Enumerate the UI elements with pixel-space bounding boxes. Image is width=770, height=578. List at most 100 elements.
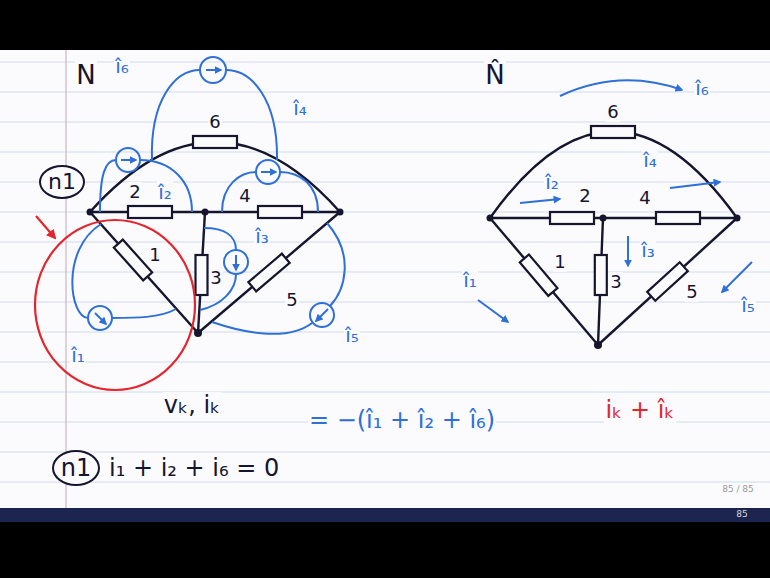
circuit-wire (490, 132, 737, 346)
rule-line (0, 302, 770, 303)
current-label: î₁ (70, 344, 86, 366)
circuit-node-dot (594, 341, 602, 349)
branch-number: 5 (685, 282, 698, 302)
current-source (280, 172, 318, 212)
branch-number: 3 (209, 268, 222, 288)
circuit-node-dot (487, 215, 741, 350)
network-name: N̂ (484, 61, 505, 90)
resistor-symbol (114, 240, 152, 281)
circuit-node-dot (600, 215, 607, 222)
circuit-wire (598, 218, 737, 345)
branch-number: 1 (148, 245, 161, 265)
rule-line (0, 92, 770, 93)
branch-number: 2 (128, 182, 141, 202)
current-source (72, 224, 101, 318)
resistor-symbol (647, 262, 688, 301)
resistor-symbol (128, 206, 172, 218)
current-label: î₆ (694, 77, 710, 99)
current-arrow (560, 80, 682, 96)
node-text: n1 (48, 170, 76, 194)
current-label: î₅ (344, 324, 360, 346)
resistor-symbol (520, 126, 700, 301)
circuit-node-dot (87, 209, 344, 338)
current-label: î₃ (640, 239, 656, 261)
current-source (200, 57, 226, 83)
branch-number: 6 (208, 112, 221, 132)
margin-line (65, 50, 66, 508)
resistor-symbol (248, 254, 289, 292)
current-source (121, 159, 136, 161)
resistor-symbol (114, 136, 302, 295)
current-source (100, 160, 116, 212)
current-arrow (478, 80, 752, 322)
resistor-symbol (591, 126, 635, 138)
circled-node-label: n1 (39, 165, 85, 199)
branch-number: 4 (638, 188, 651, 208)
circuit-wire (198, 212, 340, 333)
circuit-node-dot (487, 215, 494, 222)
current-source (95, 313, 106, 324)
circled-node-label: n1 (52, 450, 100, 486)
rule-line (0, 452, 770, 453)
current-source (212, 322, 312, 334)
current-source (222, 172, 256, 212)
current-source (310, 303, 334, 327)
circuit-wire (90, 212, 198, 333)
node-text: n1 (61, 455, 91, 481)
red-arrow (36, 216, 55, 238)
resistor-symbol (550, 212, 594, 224)
equation: = −(î₁ + î₂ + î₆) (308, 407, 496, 433)
current-label: î₂ (157, 181, 173, 203)
circuit-wire (490, 132, 737, 219)
rule-line (0, 62, 770, 482)
branch-number: 3 (609, 272, 622, 292)
current-source (88, 306, 112, 330)
circuit-node-dot (734, 215, 741, 222)
red-highlight (35, 220, 195, 390)
current-label: î₆ (114, 55, 130, 77)
notebook-page (0, 50, 770, 508)
resistor-symbol (520, 255, 558, 296)
current-source (226, 70, 277, 160)
circuit-node-dot (194, 329, 202, 337)
current-source (224, 250, 248, 274)
page-number: 85 / 85 (721, 485, 755, 495)
circuit-node-dot (202, 209, 209, 216)
page-number: 85 (735, 510, 748, 520)
resistor-symbol (258, 206, 302, 218)
resistor-symbol (656, 212, 700, 224)
current-source (316, 309, 328, 321)
rule-line (0, 272, 770, 273)
network-name: N (75, 61, 96, 90)
progress-bar (0, 508, 770, 522)
rule-line (0, 362, 770, 363)
current-label: î₅ (740, 294, 756, 316)
circuit-wire (90, 142, 340, 333)
circuit-wire (490, 218, 598, 345)
branch-number: 4 (238, 186, 251, 206)
current-source (327, 223, 345, 306)
current-label: î₄ (292, 97, 308, 119)
circuit-wire (90, 142, 340, 212)
current-source (261, 171, 276, 173)
resistor-symbol (196, 255, 208, 295)
current-source (72, 57, 344, 334)
rule-line (0, 482, 770, 483)
current-label: î₁ (462, 269, 478, 291)
circuit-node-dot (337, 209, 344, 216)
branch-number: 6 (606, 102, 619, 122)
rule-line (0, 332, 770, 333)
current-label: î₃ (254, 225, 270, 247)
current-source (116, 148, 140, 172)
resistor-symbol (595, 255, 607, 295)
branch-number: 2 (578, 186, 591, 206)
current-source (204, 228, 236, 250)
equation: i₁ + i₂ + i₆ = 0 (108, 455, 280, 481)
current-source (256, 160, 280, 184)
rule-line (0, 212, 770, 213)
equation: vₖ, iₖ (163, 392, 222, 418)
